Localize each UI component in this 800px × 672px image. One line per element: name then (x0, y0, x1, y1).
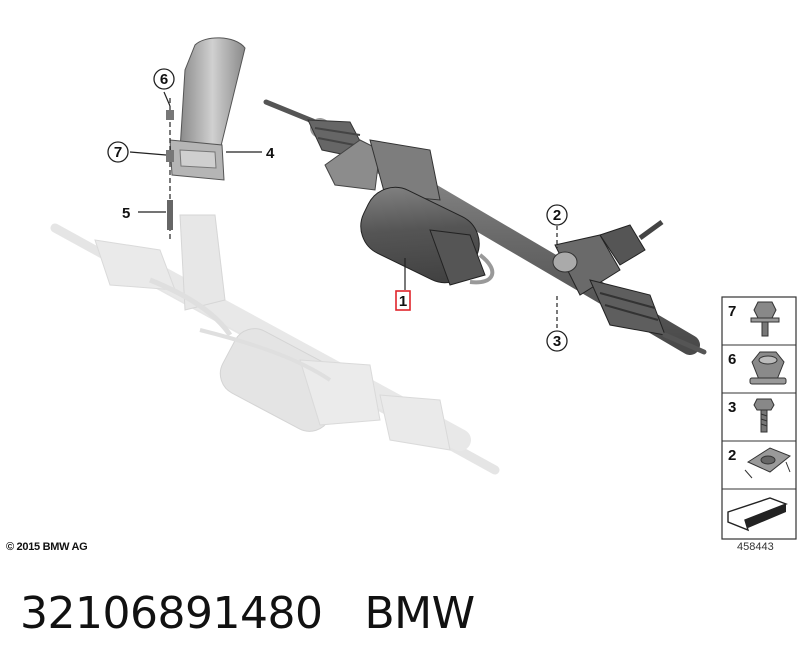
callout-6: 6 (153, 68, 175, 90)
svg-text:7: 7 (114, 144, 122, 161)
part-number: 32106891480 (20, 588, 323, 639)
heat-shield[interactable] (169, 37, 246, 181)
callout-4: 4 (266, 145, 275, 162)
fastener-legend: 7 6 3 2 (721, 296, 797, 540)
svg-text:3: 3 (553, 333, 561, 350)
flange-bolt-icon (750, 301, 780, 337)
legend-number-7: 7 (728, 303, 736, 320)
copyright-notice: © 2015 BMW AG (6, 541, 88, 553)
svg-text:1: 1 (399, 293, 407, 310)
callout-1: 1 (395, 290, 411, 311)
fastener-stack (166, 98, 174, 242)
screw-icon (753, 398, 775, 433)
callout-5: 5 (122, 205, 130, 222)
brand-name: BMW (364, 588, 475, 639)
legend-number-3: 3 (728, 399, 736, 416)
svg-text:4: 4 (266, 145, 275, 162)
callout-2: 2 (546, 204, 568, 226)
callout-3: 3 (546, 330, 568, 352)
callout-7: 7 (107, 141, 129, 163)
parts-diagram: 6 7 4 5 1 2 3 7 6 (50, 37, 797, 540)
legend-number-6: 6 (728, 351, 736, 368)
direction-arrow-icon (727, 497, 788, 532)
hex-nut-icon (749, 351, 787, 385)
diagram-id: 458443 (737, 541, 774, 553)
ghost-steering-gear (50, 214, 500, 475)
svg-text:6: 6 (160, 71, 168, 88)
svg-text:5: 5 (122, 205, 130, 222)
callout-leaders (129, 91, 558, 330)
legend-number-2: 2 (728, 447, 736, 464)
svg-text:2: 2 (553, 207, 561, 224)
clip-nut-icon (744, 447, 791, 479)
steering-gear-assembly[interactable] (263, 99, 707, 355)
part-footer: 32106891480 BMW (20, 588, 475, 639)
